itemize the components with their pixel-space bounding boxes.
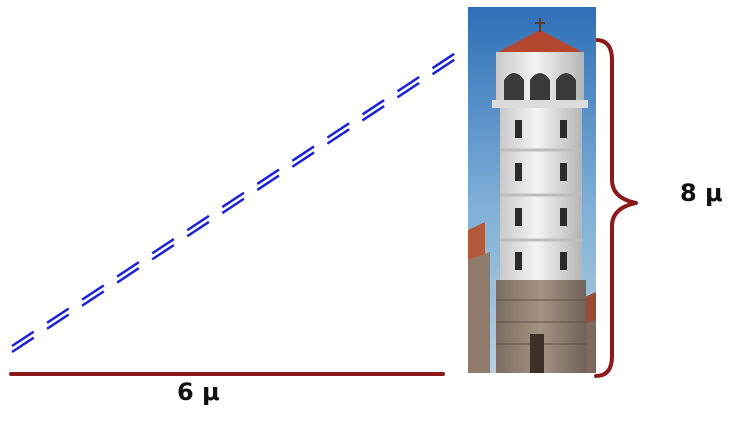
height-brace	[594, 38, 638, 378]
bell-tower-image	[468, 7, 596, 373]
base-length-label: 6 μ	[177, 378, 220, 406]
hypotenuse-line	[11, 48, 461, 354]
height-length-label: 8 μ	[680, 179, 723, 207]
